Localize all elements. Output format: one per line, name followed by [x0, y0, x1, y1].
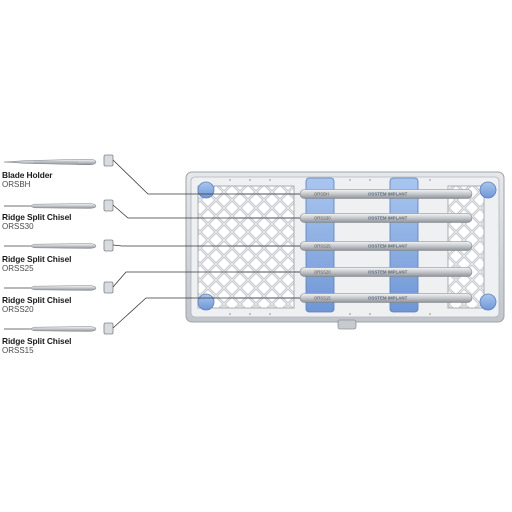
corner-grommet-top-left [197, 181, 215, 199]
tray-slot-label-1: ORSBH [314, 192, 329, 197]
connector-line-3 [112, 244, 236, 247]
connector-line-4 [112, 271, 236, 288]
callout-marker-5 [103, 322, 114, 335]
tray-instruments: ORSBH OSSTEM IMPLANT ORSS30 OSSTEM IMPLA… [236, 189, 473, 303]
tool-label-group-1: Blade Holder ORSBH [0, 170, 130, 214]
tray-rim-dots [229, 179, 431, 315]
tray-instrument-3: ORSS25 OSSTEM IMPLANT [236, 241, 473, 251]
brand-label-4: OSSTEM IMPLANT [368, 270, 408, 275]
tool-name: Blade Holder [2, 170, 53, 180]
brand-label-2: OSSTEM IMPLANT [368, 216, 408, 221]
tool-code: ORSS30 [2, 222, 34, 231]
tool-thumbnail-2 [4, 203, 97, 209]
tray-slot-label-2: ORSS30 [314, 216, 331, 221]
tool-code: ORSS15 [2, 346, 34, 355]
tool-code: ORSS25 [2, 264, 34, 273]
tray-instrument-2: ORSS30 OSSTEM IMPLANT [236, 213, 473, 223]
tray-instrument-1: ORSBH OSSTEM IMPLANT [238, 189, 473, 199]
brand-label-5: OSSTEM IMPLANT [368, 296, 408, 301]
tray-slot-label-3: ORSS25 [314, 244, 331, 249]
tool-thumbnail-1 [3, 158, 97, 166]
tool-code: ORSS20 [2, 305, 34, 314]
tray-instrument-4: ORSS20 OSSTEM IMPLANT [236, 267, 473, 277]
corner-grommet-bottom-left [197, 293, 215, 311]
tray-lattice [197, 185, 295, 309]
corner-grommet-top-right [479, 181, 497, 199]
connector-lines [112, 159, 238, 329]
callout-marker-3 [103, 239, 114, 252]
tool-label-group-4: Ridge Split Chisel ORSS20 [0, 295, 130, 339]
tool-name: Ridge Split Chisel [2, 336, 72, 346]
tray-slot-label-4: ORSS20 [314, 270, 331, 275]
tool-code: ORSBH [2, 180, 31, 189]
tool-thumbnail-4 [4, 285, 97, 291]
tool-name: Ridge Split Chisel [2, 295, 72, 305]
tray-latch [337, 319, 357, 330]
connector-line-5 [112, 297, 236, 329]
callout-markers [103, 154, 114, 335]
tool-label-group-3: Ridge Split Chisel ORSS25 [0, 254, 130, 298]
connector-line-2 [112, 204, 236, 219]
tool-label-group-5: Ridge Split Chisel ORSS15 [0, 336, 130, 380]
tool-thumbnails [3, 158, 97, 332]
callout-marker-4 [103, 281, 114, 294]
tool-thumbnail-5 [4, 326, 97, 332]
tool-thumbnail-3 [4, 243, 97, 249]
brand-label-1: OSSTEM IMPLANT [368, 192, 408, 197]
brand-label-3: OSSTEM IMPLANT [368, 244, 408, 249]
tray-instrument-5: ORSS15 OSSTEM IMPLANT [236, 293, 473, 303]
callout-marker-1 [103, 154, 114, 167]
tool-name: Ridge Split Chisel [2, 254, 72, 264]
connector-line-1 [112, 159, 238, 195]
corner-grommet-bottom-right [479, 293, 497, 311]
tool-label-group-2: Ridge Split Chisel ORSS30 [0, 212, 130, 256]
tool-name: Ridge Split Chisel [2, 212, 72, 222]
tray-slot-label-5: ORSS15 [314, 296, 331, 301]
